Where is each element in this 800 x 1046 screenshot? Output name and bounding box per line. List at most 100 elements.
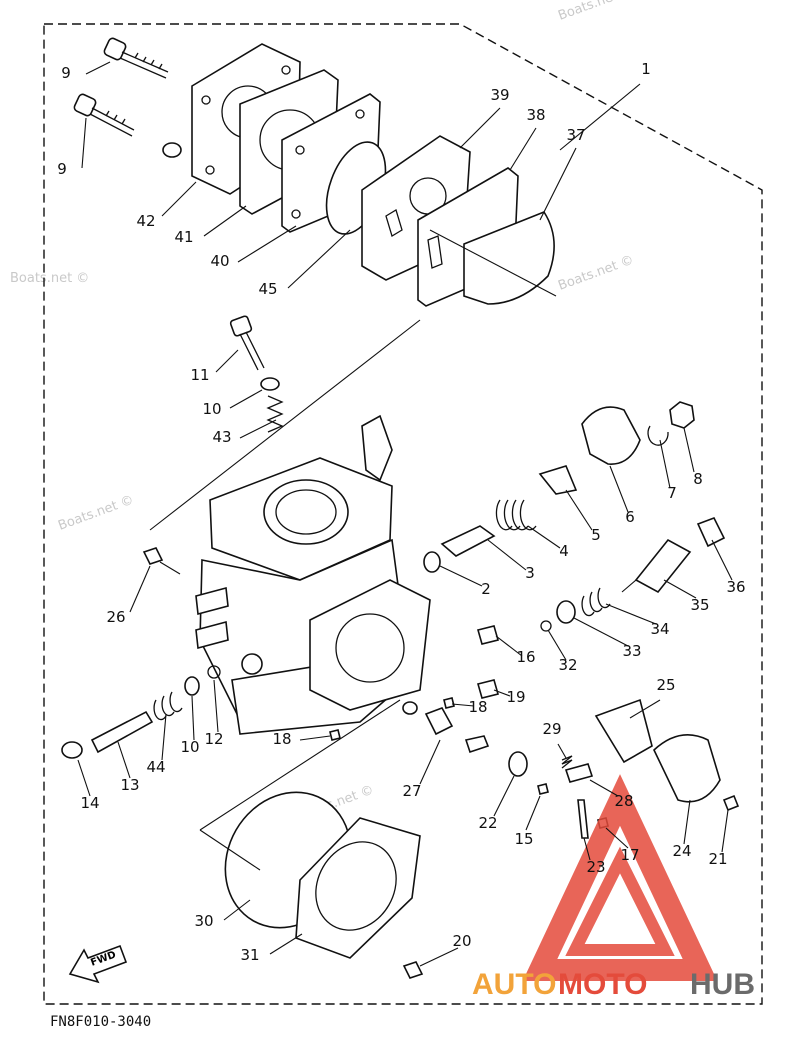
callout-number: 7 bbox=[667, 484, 677, 502]
callout-number: 9 bbox=[61, 64, 71, 82]
callout-group: 1234567899101011121314151617181819202122… bbox=[57, 60, 746, 967]
callout-leader bbox=[721, 809, 729, 853]
callout-number: 31 bbox=[240, 946, 259, 964]
callout-number: 36 bbox=[726, 578, 745, 596]
callout-leader bbox=[493, 689, 511, 697]
callout-leader bbox=[229, 389, 263, 409]
callout-number: 26 bbox=[106, 608, 125, 626]
callout-leader bbox=[299, 735, 331, 741]
callout-number: 43 bbox=[212, 428, 231, 446]
callout-leader bbox=[419, 739, 441, 785]
callout-number: 21 bbox=[708, 850, 727, 868]
brand-logo: AUTO MOTO HUB bbox=[472, 968, 755, 1001]
callout-number: 29 bbox=[542, 720, 561, 738]
callout-number: 30 bbox=[194, 912, 213, 930]
callout-number: 24 bbox=[672, 842, 691, 860]
callout-number: 8 bbox=[693, 470, 703, 488]
screw-part bbox=[73, 93, 135, 137]
callout-number: 17 bbox=[620, 846, 639, 864]
callout-number: 12 bbox=[204, 730, 223, 748]
callout-number: 23 bbox=[586, 858, 605, 876]
callout-leader bbox=[77, 759, 91, 797]
callout-number: 20 bbox=[452, 932, 471, 950]
callout-leader bbox=[495, 635, 523, 657]
callout-number: 25 bbox=[656, 676, 675, 694]
logo-triangle bbox=[522, 774, 718, 981]
callout-number: 32 bbox=[558, 656, 577, 674]
callout-leader bbox=[419, 947, 459, 967]
callout-leader bbox=[605, 603, 657, 625]
callout-number: 34 bbox=[650, 620, 669, 638]
callout-number: 18 bbox=[468, 698, 487, 716]
callout-leader bbox=[609, 465, 629, 513]
callout-leader bbox=[683, 799, 691, 845]
callout-leader bbox=[629, 699, 661, 719]
callout-number: 16 bbox=[516, 648, 535, 666]
callout-number: 10 bbox=[180, 738, 199, 756]
callout-leader bbox=[203, 205, 247, 237]
carburetor-body bbox=[195, 315, 431, 735]
callout-number: 9 bbox=[57, 160, 67, 178]
callout-leader bbox=[557, 743, 567, 759]
callout-number: 5 bbox=[591, 526, 601, 544]
callout-number: 15 bbox=[514, 830, 533, 848]
callout-leader bbox=[287, 229, 351, 289]
callout-leader bbox=[81, 117, 87, 169]
callout-number: 40 bbox=[210, 252, 229, 270]
callout-leader bbox=[589, 779, 619, 797]
watermark: Boats.net © bbox=[556, 253, 636, 294]
callout-number: 45 bbox=[258, 280, 277, 298]
callout-number: 2 bbox=[481, 580, 491, 598]
callout-leader bbox=[213, 679, 219, 733]
callout-leader bbox=[459, 107, 501, 149]
callout-number: 44 bbox=[146, 758, 165, 776]
callout-leader bbox=[547, 629, 567, 661]
fuel-pump-assembly bbox=[73, 37, 557, 307]
callout-number: 28 bbox=[614, 792, 633, 810]
callout-leader bbox=[215, 349, 239, 373]
callout-leader bbox=[191, 695, 195, 741]
callout-leader bbox=[129, 565, 151, 613]
leader-line bbox=[149, 319, 421, 531]
callout-leader bbox=[223, 899, 251, 921]
callout-number: 38 bbox=[526, 106, 545, 124]
callout-leader bbox=[663, 579, 697, 599]
logo-part-auto: AUTO bbox=[472, 968, 556, 1001]
callout-leader bbox=[487, 539, 527, 571]
callout-number: 41 bbox=[174, 228, 193, 246]
callout-number: 3 bbox=[525, 564, 535, 582]
callout-leader bbox=[527, 525, 561, 549]
callout-leader bbox=[525, 795, 541, 831]
diagram-code: FN8F010-3040 bbox=[50, 1014, 151, 1030]
watermark: Boats.net © bbox=[56, 493, 136, 534]
callout-number: 6 bbox=[625, 508, 635, 526]
callout-leader bbox=[583, 837, 591, 861]
small-parts bbox=[61, 401, 740, 979]
callout-leader bbox=[711, 539, 733, 581]
callout-leader bbox=[161, 713, 167, 761]
callout-leader bbox=[565, 489, 593, 531]
callout-number: 1 bbox=[641, 60, 651, 78]
callout-leader bbox=[509, 127, 537, 171]
callout-leader bbox=[85, 61, 111, 75]
callout-leader bbox=[605, 827, 629, 849]
callout-leader bbox=[161, 181, 197, 217]
callout-number: 10 bbox=[202, 400, 221, 418]
callout-leader bbox=[117, 741, 131, 779]
logo-part-moto: MOTO bbox=[558, 968, 647, 1001]
callout-number: 18 bbox=[272, 730, 291, 748]
logo-part-hub: HUB bbox=[690, 968, 755, 1001]
callout-leader bbox=[451, 703, 475, 707]
fwd-arrow: FWD bbox=[68, 944, 128, 984]
screw-part bbox=[103, 37, 169, 79]
callout-number: 4 bbox=[559, 542, 569, 560]
callout-leader bbox=[539, 147, 577, 221]
callout-leader bbox=[493, 775, 515, 817]
callout-leader bbox=[573, 617, 629, 647]
callout-number: 27 bbox=[402, 782, 421, 800]
callout-leader bbox=[237, 225, 297, 263]
callout-leader bbox=[439, 565, 483, 587]
callout-leader bbox=[559, 83, 641, 151]
callout-number: 19 bbox=[506, 688, 525, 706]
